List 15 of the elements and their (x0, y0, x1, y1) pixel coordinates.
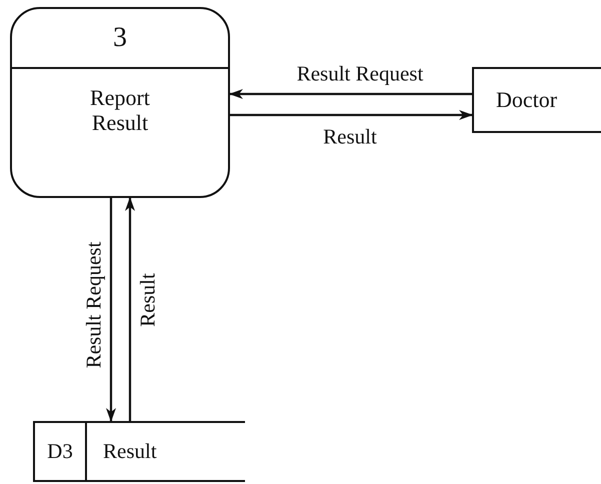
entity-box: Doctor (472, 67, 601, 133)
store-name: Result (102, 439, 157, 464)
flow-arrow (229, 89, 472, 99)
flow-arrow (125, 197, 135, 421)
store-id: D3 (35, 423, 87, 480)
flow-arrow (106, 198, 116, 422)
flow-label: Result (136, 273, 160, 327)
process-name: Report Result (89, 84, 151, 136)
flow-label: Result (323, 124, 377, 150)
data-store (33, 421, 245, 482)
flow-arrow (230, 110, 473, 120)
flow-label: Result Request (82, 242, 106, 368)
process-number: 3 (12, 9, 228, 69)
flow-label: Result Request (296, 62, 424, 86)
process-box (10, 7, 230, 198)
